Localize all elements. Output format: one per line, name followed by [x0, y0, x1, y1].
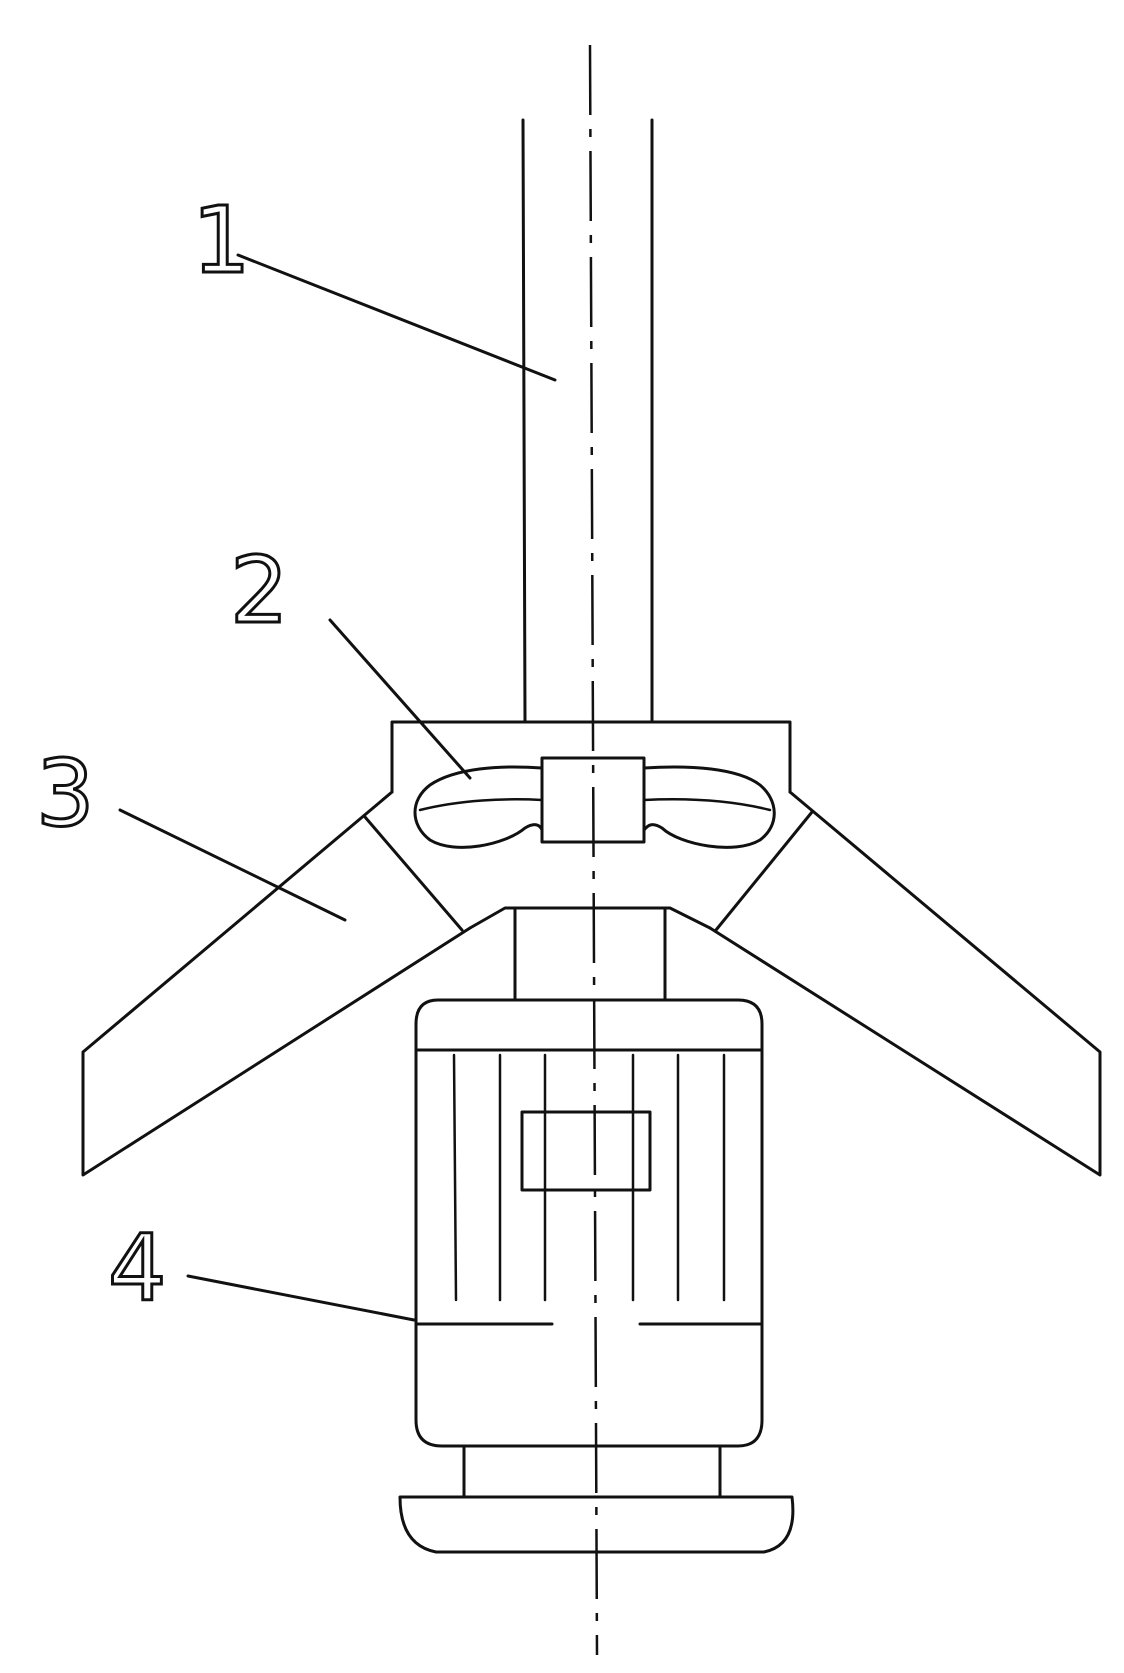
- motor-body: [414, 998, 764, 1448]
- label-2: 2: [230, 537, 289, 644]
- leader-line-2: [328, 618, 472, 780]
- leader-line-4: [186, 1274, 416, 1322]
- impeller-housing: [390, 720, 792, 794]
- motor-base: [398, 1444, 795, 1554]
- motor-neck: [513, 906, 667, 1002]
- leader-line-3: [118, 808, 347, 922]
- center-axis-line: [588, 44, 599, 1656]
- leader-line-1: [236, 253, 557, 382]
- deflector-wings: [81, 790, 1102, 1177]
- shaft-tube: [521, 118, 654, 724]
- label-1: 1: [192, 187, 251, 294]
- label-4: 4: [108, 1215, 167, 1322]
- label-3: 3: [36, 740, 95, 847]
